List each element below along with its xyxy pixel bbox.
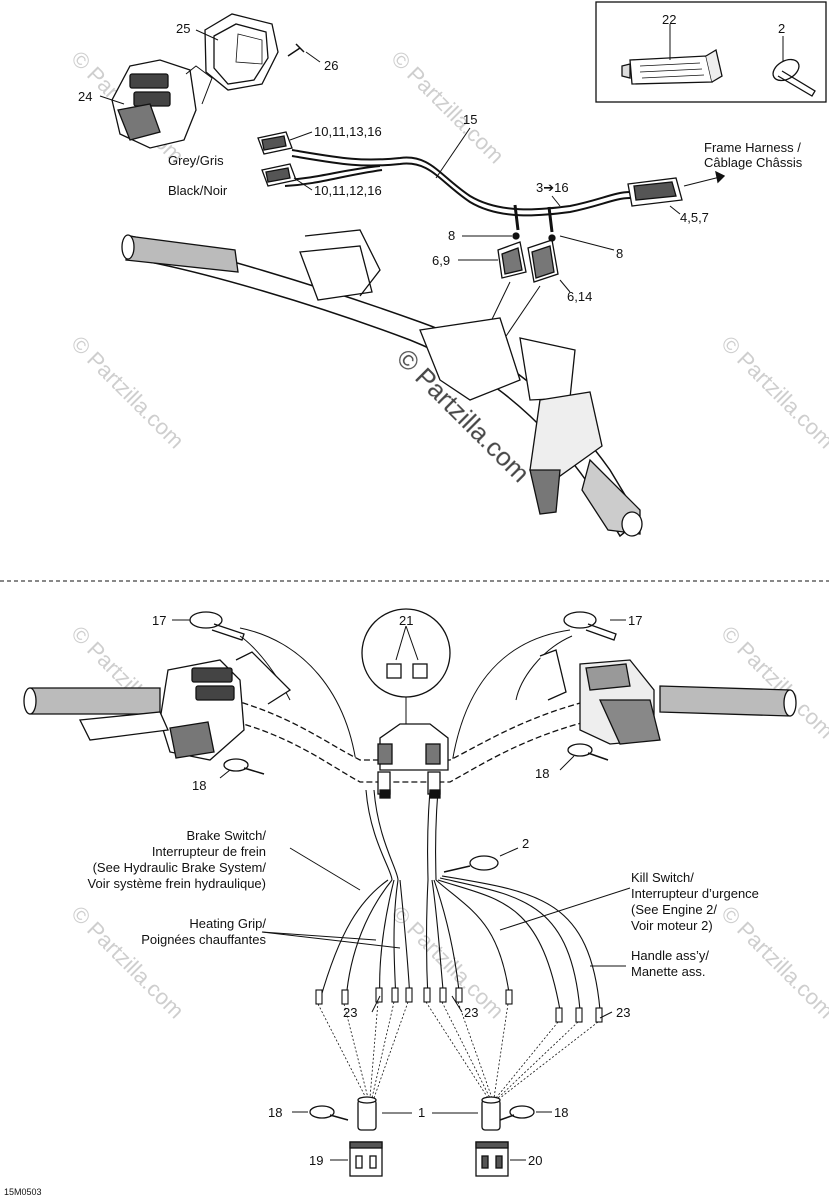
callout-8-left: 8 (448, 228, 455, 243)
cable-tie-part (772, 36, 816, 97)
callout-2-inset: 2 (778, 21, 785, 36)
label-kill-4: Voir moteur 2) (631, 918, 713, 933)
label-grey: Grey/Gris (168, 153, 224, 168)
callout-21: 21 (399, 613, 413, 628)
callout-18-left: 18 (192, 778, 206, 793)
switch-module-part (99, 59, 213, 149)
cable-tie-2 (469, 855, 499, 871)
callout-18-right: 18 (535, 766, 549, 781)
label-brake-3: (See Hydraulic Brake System/ (93, 860, 267, 875)
label-kill-1: Kill Switch/ (631, 870, 694, 885)
callout-25: 25 (176, 21, 190, 36)
connector-1-right (481, 1099, 501, 1131)
label-brake-1: Brake Switch/ (187, 828, 267, 843)
label-black: Black/Noir (168, 183, 228, 198)
cable-tie-18-bottom-right (509, 1105, 535, 1119)
watermark: © Partzilla.com (716, 901, 829, 1024)
cable-tie-18-right (567, 743, 593, 757)
cable-tie-18-left (223, 758, 249, 772)
switch-housing-part (195, 13, 321, 91)
label-brake-4: Voir système frein hydraulique) (88, 876, 266, 891)
lower-section: 17 17 21 18 18 2 Brake Switch/ Interrupt… (4, 608, 797, 1197)
label-handle-1: Handle ass’y/ (631, 948, 709, 963)
callout-20: 20 (528, 1153, 542, 1168)
cable-tie-18-bottom-left (309, 1105, 335, 1119)
callout-3-16: 3➔16 (536, 180, 569, 195)
connector-1-left (357, 1099, 377, 1131)
cable-tie-17-right (563, 611, 626, 641)
callout-17-left: 17 (152, 613, 166, 628)
watermark: © Partzilla.com (716, 331, 829, 454)
label-frame-harness-1: Frame Harness / (704, 140, 801, 155)
watermark: © Partzilla.com (716, 621, 829, 744)
callout-19: 19 (309, 1153, 323, 1168)
diagram-code: 15M0503 (4, 1187, 42, 1197)
callout-23-a: 23 (343, 1005, 357, 1020)
lower-handlebar (23, 649, 797, 799)
upper-harness (257, 127, 726, 347)
label-heating-1: Heating Grip/ (189, 916, 266, 931)
label-kill-2: Interrupteur d’urgence (631, 886, 759, 901)
watermark: © Partzilla.com (386, 46, 509, 169)
upper-handlebar (121, 229, 643, 538)
callout-15: 15 (463, 112, 477, 127)
callout-4-5-7: 4,5,7 (680, 210, 709, 225)
callout-6-14: 6,14 (567, 289, 592, 304)
callout-23-c: 23 (616, 1005, 630, 1020)
callout-24: 24 (78, 89, 92, 104)
callout-17-right: 17 (628, 613, 642, 628)
upper-section: 25 26 24 22 2 15 10,11,13,16 Grey/Gris B… (78, 1, 827, 538)
callout-22: 22 (662, 12, 676, 27)
callout-8-right: 8 (616, 246, 623, 261)
label-heating-2: Poignées chauffantes (141, 932, 266, 947)
callout-18-bottom-right: 18 (554, 1105, 568, 1120)
callout-18-bottom-left: 18 (268, 1105, 282, 1120)
label-frame-harness-2: Câblage Châssis (704, 155, 803, 170)
callout-1: 1 (418, 1105, 425, 1120)
inset-box (595, 1, 827, 103)
label-handle-2: Manette ass. (631, 964, 705, 979)
label-kill-3: (See Engine 2/ (631, 902, 717, 917)
wire-bundles (315, 789, 603, 1023)
callout-2: 2 (522, 836, 529, 851)
label-brake-2: Interrupteur de frein (152, 844, 266, 859)
cable-tie-17-left (172, 611, 245, 641)
watermark: © Partzilla.com (66, 901, 189, 1024)
dotted-connections (317, 1001, 599, 1099)
grease-tube-part (621, 24, 723, 85)
callout-26: 26 (324, 58, 338, 73)
watermark: © Partzilla.com (386, 901, 509, 1024)
callout-23-b: 23 (464, 1005, 478, 1020)
callout-10-11-13-16: 10,11,13,16 (314, 124, 382, 139)
callout-6-9: 6,9 (432, 253, 450, 268)
callout-10-11-12-16: 10,11,12,16 (314, 183, 382, 198)
watermark: © Partzilla.com (66, 331, 189, 454)
